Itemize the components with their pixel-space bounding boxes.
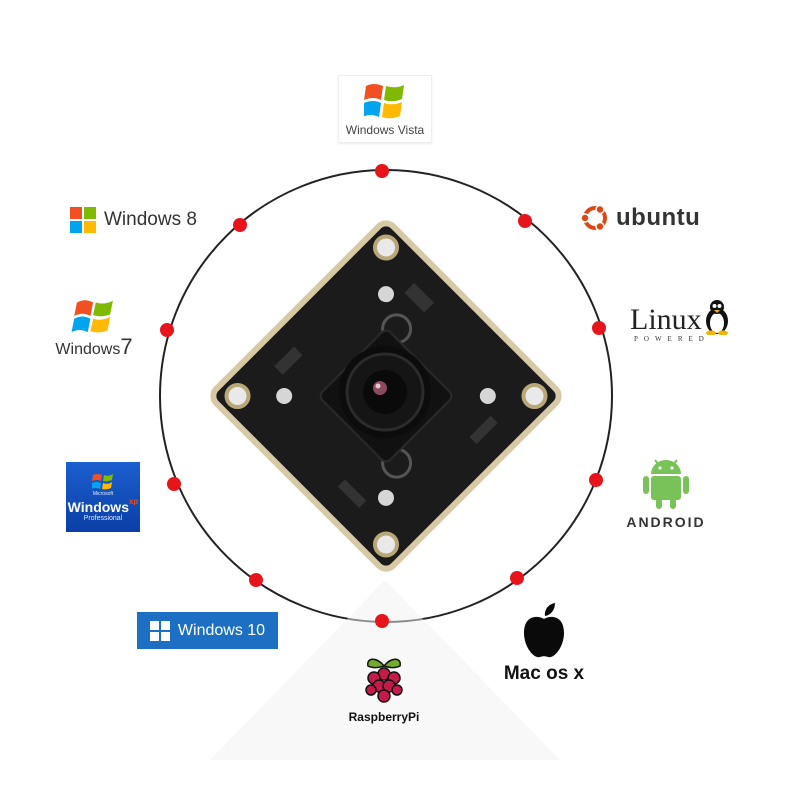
ring-dot bbox=[167, 477, 181, 491]
android-robot-icon bbox=[643, 459, 689, 509]
windows-10-label: Windows 10 bbox=[177, 621, 266, 639]
ubuntu-circle-icon bbox=[580, 204, 607, 232]
windows-10-logo: Windows 10 bbox=[137, 612, 278, 649]
raspberry-pi-label: RaspberryPi bbox=[348, 710, 420, 724]
ubuntu-label: ubuntu bbox=[616, 204, 701, 231]
windows-8-logo: Windows 8 bbox=[70, 205, 197, 235]
windows-vista-logo: Windows Vista bbox=[338, 75, 432, 143]
linux-powered-label: POWERED bbox=[634, 335, 710, 343]
windows-xp-label: Windows bbox=[67, 498, 129, 515]
windows-8-label: Windows 8 bbox=[104, 209, 197, 230]
windows-7-suffix: 7 bbox=[120, 334, 133, 359]
windows-xp-edition: Professional bbox=[83, 514, 123, 522]
ring-dot bbox=[233, 218, 247, 232]
ring-dot bbox=[518, 214, 532, 228]
raspberry-pi-logo: RaspberryPi bbox=[338, 643, 430, 735]
windows-tile-icon bbox=[149, 620, 170, 641]
ring-dot bbox=[375, 164, 389, 178]
raspberry-icon bbox=[365, 658, 403, 703]
windows-xp-superscript: xp bbox=[128, 496, 139, 506]
windows-vista-label: Windows Vista bbox=[345, 122, 425, 137]
ring-dot bbox=[375, 614, 389, 628]
tux-penguin-icon bbox=[705, 300, 728, 335]
windows-xp-logo: Microsoft Windows xp Professional bbox=[66, 462, 140, 532]
camera-module-board bbox=[210, 220, 562, 760]
apple-icon bbox=[524, 603, 564, 658]
android-logo: ANDROID bbox=[622, 452, 710, 534]
mac-os-x-label: Mac os x bbox=[503, 663, 585, 684]
ubuntu-logo: ubuntu bbox=[580, 202, 700, 234]
android-label: ANDROID bbox=[626, 514, 706, 530]
windows-flag-icon bbox=[70, 207, 96, 233]
ring-dot bbox=[510, 571, 524, 585]
ring-dot bbox=[589, 473, 603, 487]
windows-xp-brand: Microsoft bbox=[92, 490, 114, 497]
linux-logo: Linux POWERED bbox=[630, 296, 752, 346]
windows-flag-icon bbox=[92, 473, 113, 489]
windows-7-label: Windows bbox=[55, 341, 121, 358]
windows-7-logo: Windows 7 bbox=[48, 298, 140, 360]
ring-dots bbox=[160, 164, 606, 628]
ring-dot bbox=[160, 323, 174, 337]
ring-dot bbox=[592, 321, 606, 335]
linux-label: Linux bbox=[630, 303, 702, 336]
windows-flag-icon bbox=[71, 300, 113, 333]
mac-os-x-logo: Mac os x bbox=[498, 598, 590, 690]
ring-dot bbox=[249, 573, 263, 587]
windows-flag-icon bbox=[364, 83, 404, 118]
